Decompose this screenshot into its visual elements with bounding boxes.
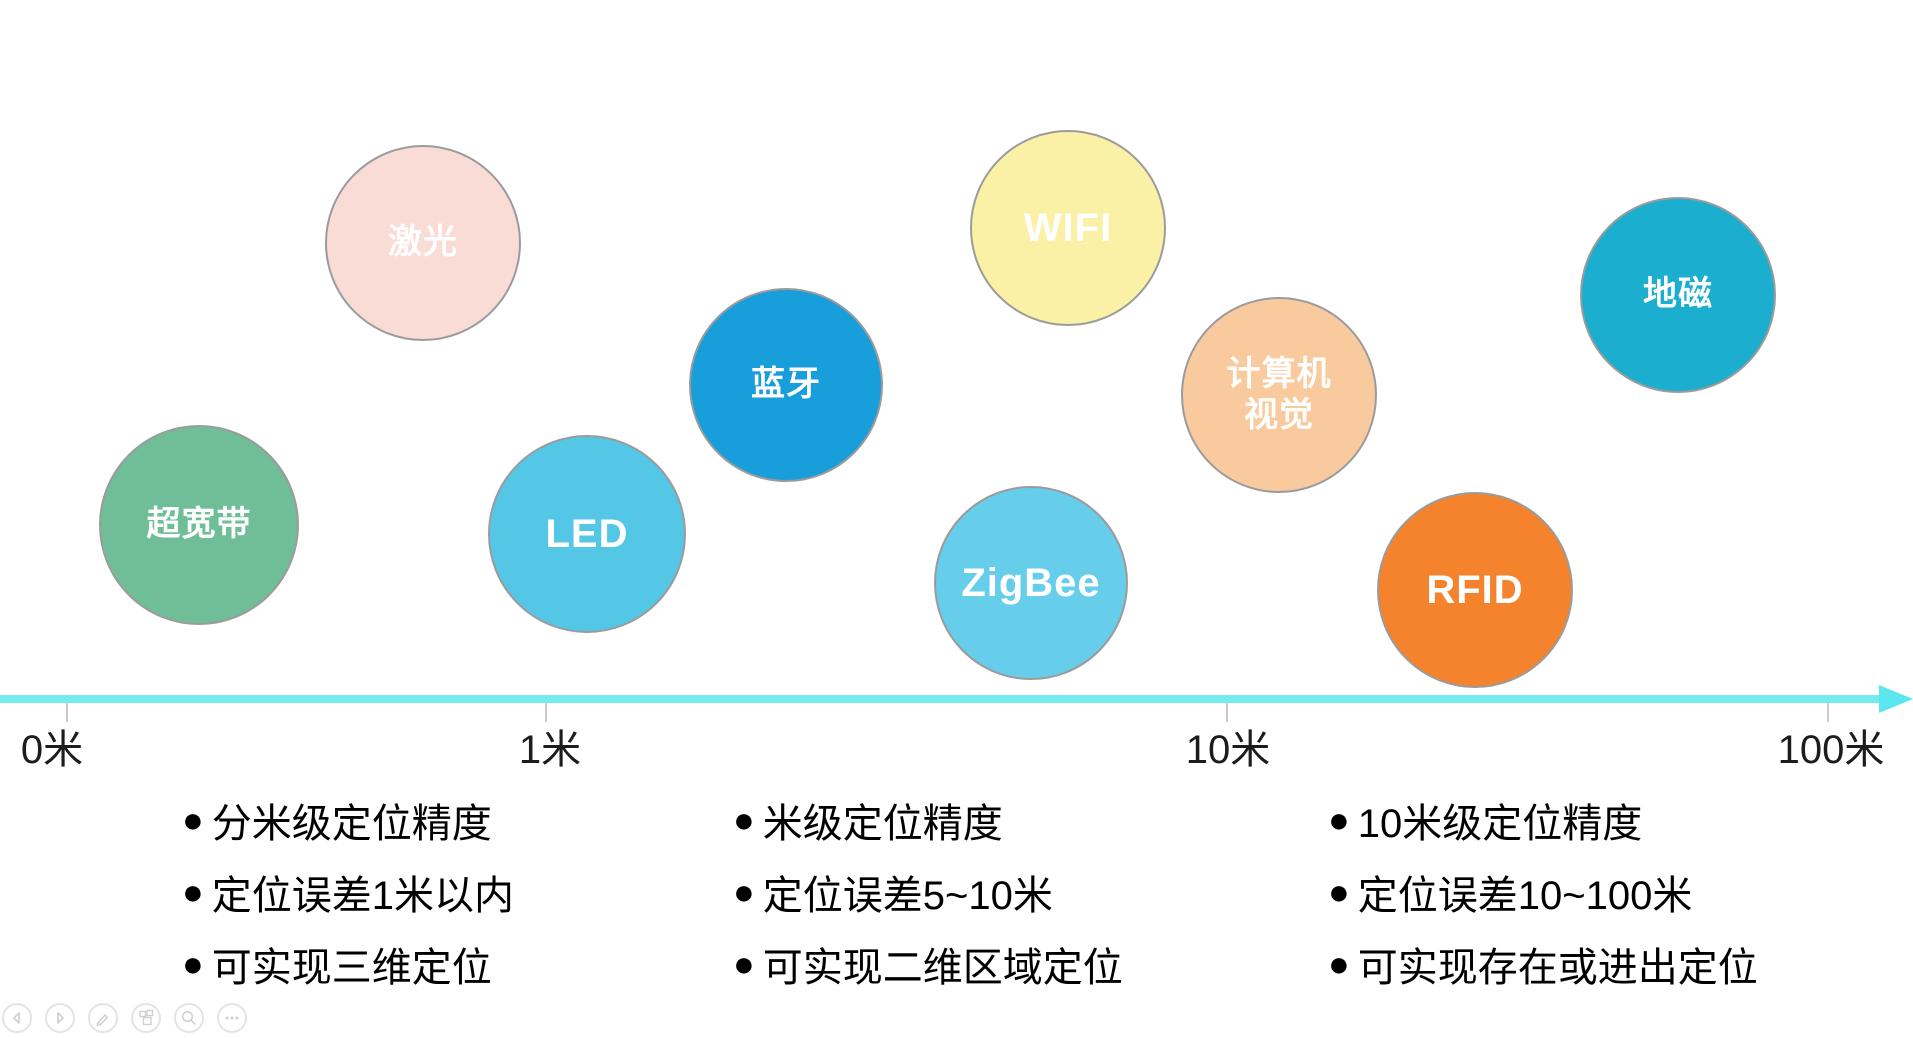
legend-item-text: 定位误差1米以内 [211, 874, 514, 918]
axis-tick-label-1: 1米 [518, 728, 582, 772]
bullet-icon: ● [182, 799, 204, 840]
bubble-computer-vision: 计算机 视觉 [1181, 297, 1377, 493]
x-axis-line [0, 695, 1884, 703]
legend-item: ●可实现存在或进出定位 [1328, 941, 1758, 991]
bubble-wifi: WIFI [970, 130, 1166, 326]
legend-item-text: 定位误差10~100米 [1357, 874, 1693, 918]
bullet-icon: ● [1328, 943, 1350, 984]
bubble-label-rfid: RFID [1426, 567, 1524, 612]
axis-tick-3 [1827, 703, 1829, 722]
chevron-left-icon [5, 1006, 29, 1030]
legend-item-text: 10米级定位精度 [1357, 802, 1643, 846]
bullet-icon: ● [182, 943, 204, 984]
bubble-label-laser: 激光 [388, 223, 458, 262]
pen-tool-button[interactable] [88, 1003, 118, 1033]
bubble-label-zigbee: ZigBee [961, 560, 1101, 605]
legend-item: ●可实现二维区域定位 [733, 941, 1123, 991]
bubble-rfid: RFID [1377, 492, 1573, 688]
bullet-icon: ● [182, 871, 204, 912]
legend-item: ●米级定位精度 [733, 797, 1123, 847]
bullet-icon: ● [733, 799, 755, 840]
chevron-right-icon [48, 1006, 72, 1030]
slide-navigator-button[interactable] [131, 1003, 161, 1033]
axis-tick-label-3: 100米 [1777, 728, 1885, 772]
axis-tick-1 [545, 703, 547, 722]
legend-item-text: 可实现三维定位 [211, 946, 492, 990]
legend-column-0: ●分米级定位精度●定位误差1米以内●可实现三维定位 [182, 797, 514, 1013]
bubble-laser: 激光 [325, 145, 521, 341]
legend-item: ●分米级定位精度 [182, 797, 514, 847]
bubble-label-computer-vision: 计算机 视觉 [1226, 354, 1332, 434]
bullet-icon: ● [733, 871, 755, 912]
legend-item: ●定位误差5~10米 [733, 869, 1123, 919]
next-slide-button[interactable] [45, 1003, 75, 1033]
bubble-label-uwb: 超宽带 [146, 505, 252, 544]
slides-icon [134, 1006, 158, 1030]
bubble-bluetooth: 蓝牙 [689, 288, 883, 482]
legend-item-text: 可实现二维区域定位 [762, 946, 1123, 990]
legend-item-text: 可实现存在或进出定位 [1357, 946, 1758, 990]
x-axis-arrowhead [1879, 685, 1913, 713]
legend-item-text: 分米级定位精度 [211, 802, 492, 846]
axis-tick-0 [66, 703, 68, 722]
legend-item: ●定位误差10~100米 [1328, 869, 1758, 919]
bubble-label-geomagnetic: 地磁 [1643, 275, 1713, 314]
axis-tick-label-2: 10米 [1185, 728, 1271, 772]
legend-item-text: 定位误差5~10米 [762, 874, 1053, 918]
more-options-button[interactable] [217, 1003, 247, 1033]
prev-slide-button[interactable] [2, 1003, 32, 1033]
legend-item: ●可实现三维定位 [182, 941, 514, 991]
legend-column-2: ●10米级定位精度●定位误差10~100米●可实现存在或进出定位 [1328, 797, 1758, 1013]
legend-item: ●10米级定位精度 [1328, 797, 1758, 847]
bubble-geomagnetic: 地磁 [1580, 197, 1776, 393]
axis-tick-2 [1226, 703, 1228, 722]
magnifier-icon [177, 1006, 201, 1030]
presentation-toolbar [2, 1003, 247, 1033]
pen-icon [91, 1006, 115, 1030]
bullet-icon: ● [1328, 799, 1350, 840]
bubble-led: LED [488, 435, 686, 633]
magnifier-button[interactable] [174, 1003, 204, 1033]
bullet-icon: ● [733, 943, 755, 984]
bubble-label-led: LED [545, 511, 629, 556]
bubble-label-wifi: WIFI [1023, 205, 1113, 250]
legend-item: ●定位误差1米以内 [182, 869, 514, 919]
legend-column-1: ●米级定位精度●定位误差5~10米●可实现二维区域定位 [733, 797, 1123, 1013]
ellipsis-icon [220, 1006, 244, 1030]
bubble-uwb: 超宽带 [99, 425, 299, 625]
axis-tick-label-0: 0米 [20, 728, 84, 772]
legend-item-text: 米级定位精度 [762, 802, 1003, 846]
bubble-label-bluetooth: 蓝牙 [751, 365, 821, 404]
bubble-zigbee: ZigBee [934, 486, 1128, 680]
bullet-icon: ● [1328, 871, 1350, 912]
